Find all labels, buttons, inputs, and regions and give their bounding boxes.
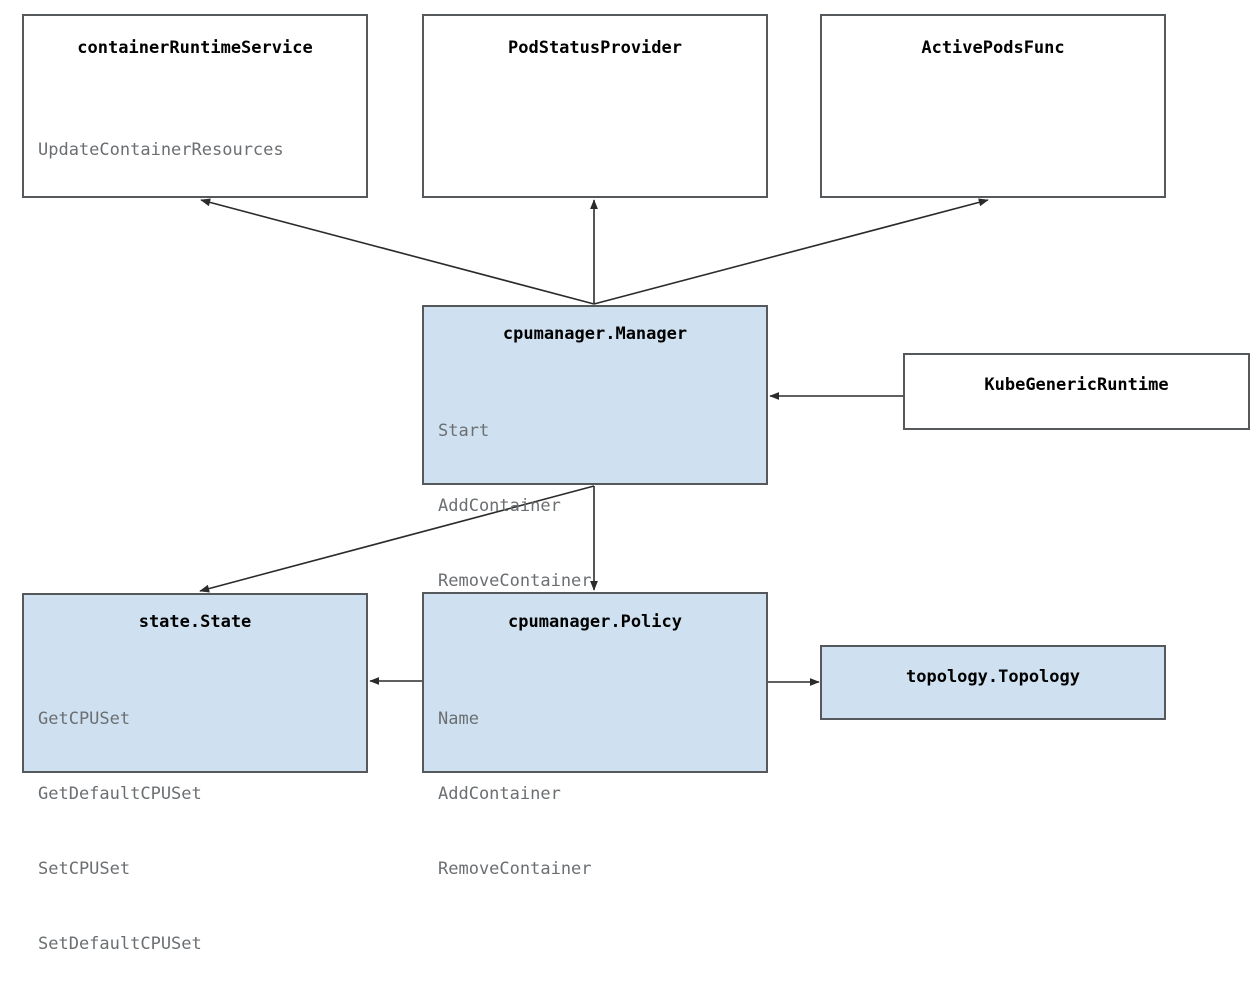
node-method: UpdateContainerResources: [38, 140, 284, 160]
edge-manager-to-containerRuntimeService: [200, 198, 595, 305]
edge-manager-to-activePodsFunc: [593, 198, 989, 305]
node-method: SetCPUSet: [38, 859, 131, 879]
node-method: SetDefaultCPUSet: [38, 934, 202, 954]
node-title: cpumanager.Policy: [508, 612, 682, 632]
node-topology-topology[interactable]: topology.Topology: [820, 645, 1166, 720]
node-pod-status-provider[interactable]: PodStatusProvider: [422, 14, 768, 198]
node-title: containerRuntimeService: [77, 38, 313, 58]
node-method: Start: [438, 421, 490, 441]
node-method: AddContainer: [438, 784, 561, 804]
node-method-list: GetCPUSet GetDefaultCPUSet SetCPUSet Set…: [38, 657, 358, 1007]
node-container-runtime-service[interactable]: containerRuntimeService UpdateContainerR…: [22, 14, 368, 198]
node-method: RemoveContainer: [438, 859, 592, 879]
node-method: GetCPUSet: [38, 709, 131, 729]
node-title: PodStatusProvider: [508, 38, 682, 58]
node-method: Name: [438, 709, 479, 729]
node-method-list: Name AddContainer RemoveContainer: [438, 657, 758, 932]
node-method: AddContainer: [438, 496, 561, 516]
node-title: ActivePodsFunc: [921, 38, 1065, 58]
node-method-list: UpdateContainerResources: [38, 88, 358, 213]
node-method: RemoveContainer: [438, 571, 592, 591]
node-cpumanager-policy[interactable]: cpumanager.Policy Name AddContainer Remo…: [422, 592, 768, 879]
diagram-canvas: containerRuntimeService UpdateContainerR…: [22, 14, 1250, 954]
node-title: state.State: [138, 612, 252, 632]
node-active-pods-func[interactable]: ActivePodsFunc: [820, 14, 1166, 198]
node-method: GetDefaultCPUSet: [38, 784, 202, 804]
node-title: cpumanager.Manager: [502, 324, 688, 344]
node-state-state[interactable]: state.State GetCPUSet GetDefaultCPUSet S…: [22, 593, 368, 954]
node-cpumanager-manager[interactable]: cpumanager.Manager Start AddContainer Re…: [422, 305, 768, 666]
node-kube-generic-runtime[interactable]: KubeGenericRuntime: [903, 353, 1250, 430]
node-title: topology.Topology: [906, 667, 1080, 687]
node-title: KubeGenericRuntime: [984, 375, 1169, 395]
